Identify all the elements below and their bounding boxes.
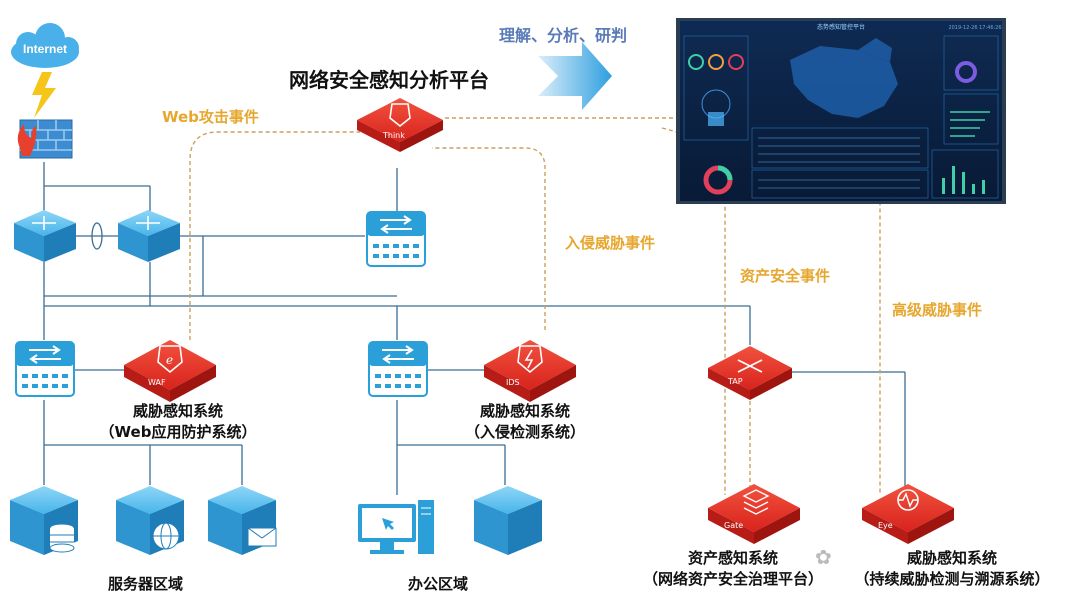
server-zone-label: 服务器区域 (108, 575, 184, 593)
eye-system-desc: （持续威胁检测与溯源系统） (854, 570, 1050, 588)
waf-label: WAF (148, 378, 166, 387)
dashboard-screen (676, 18, 1006, 204)
core-switch-right-icon (118, 210, 180, 262)
eye-node-icon: Eye (862, 484, 954, 544)
waf-system-name: 威胁感知系统 (132, 402, 223, 420)
advanced-threat-event-label: 高级威胁事件 (892, 301, 983, 319)
eye-label: Eye (878, 521, 893, 530)
office-server-icon (474, 486, 542, 555)
analysis-arrow-icon (538, 42, 612, 110)
access-switch-server-icon (15, 341, 75, 397)
dashboard-timestamp: 2019-12-26 17:46:26 (948, 25, 1001, 31)
firewall-icon (17, 119, 73, 159)
office-pc-icon (358, 500, 434, 554)
access-switch-top-icon (366, 211, 426, 267)
watermark-logo: ✿ (815, 545, 832, 569)
waf-node-icon: e WAF (124, 340, 216, 402)
waf-system-label: 威胁感知系统 （Web应用防护系统） (68, 401, 288, 443)
access-switch-office-icon (368, 341, 428, 397)
gate-label: Gate (724, 521, 743, 530)
think-node-icon: Think (357, 98, 443, 152)
link-aggregation-ring (91, 222, 103, 250)
tap-node-icon: TAP (708, 346, 792, 400)
platform-title: 网络安全感知分析平台 (289, 68, 489, 92)
wechat-icon: ✿ (815, 545, 832, 569)
think-label: Think (382, 131, 405, 140)
analysis-label: 理解、分析、研判 (499, 26, 628, 45)
web-attack-event-label: Web攻击事件 (162, 108, 259, 126)
gate-system-desc: （网络资产安全治理平台） (642, 570, 823, 588)
web-server-icon (116, 486, 184, 555)
eye-system-label: 威胁感知系统 （持续威胁检测与溯源系统） (832, 548, 1072, 590)
gate-node-icon: Gate (708, 484, 800, 544)
database-server-icon (10, 486, 78, 555)
internet-cloud-icon (11, 23, 79, 68)
dashboard-title: 态势感知管控平台 (817, 23, 865, 31)
ids-system-desc: （入侵检测系统） (464, 423, 585, 441)
network-links (43, 162, 906, 495)
ids-label: IDS (506, 378, 520, 387)
waf-system-desc: （Web应用防护系统） (99, 423, 257, 441)
ids-system-name: 威胁感知系统 (479, 402, 570, 420)
ids-node-icon: IDS (484, 340, 576, 402)
ids-system-label: 威胁感知系统 （入侵检测系统） (430, 401, 620, 443)
gate-system-label: 资产感知系统 （网络资产安全治理平台） (618, 548, 848, 590)
asset-event-label: 资产安全事件 (740, 267, 831, 285)
intrusion-event-label: 入侵威胁事件 (565, 234, 656, 252)
mail-server-icon (208, 486, 277, 555)
internet-label: Internet (23, 42, 67, 56)
office-zone-label: 办公区域 (408, 575, 469, 593)
svg-text:e: e (166, 353, 173, 367)
tap-label: TAP (727, 377, 743, 386)
gate-system-name: 资产感知系统 (687, 549, 778, 567)
eye-system-name: 威胁感知系统 (906, 549, 997, 567)
core-switch-left-icon (14, 210, 76, 262)
lightning-icon (32, 72, 56, 118)
